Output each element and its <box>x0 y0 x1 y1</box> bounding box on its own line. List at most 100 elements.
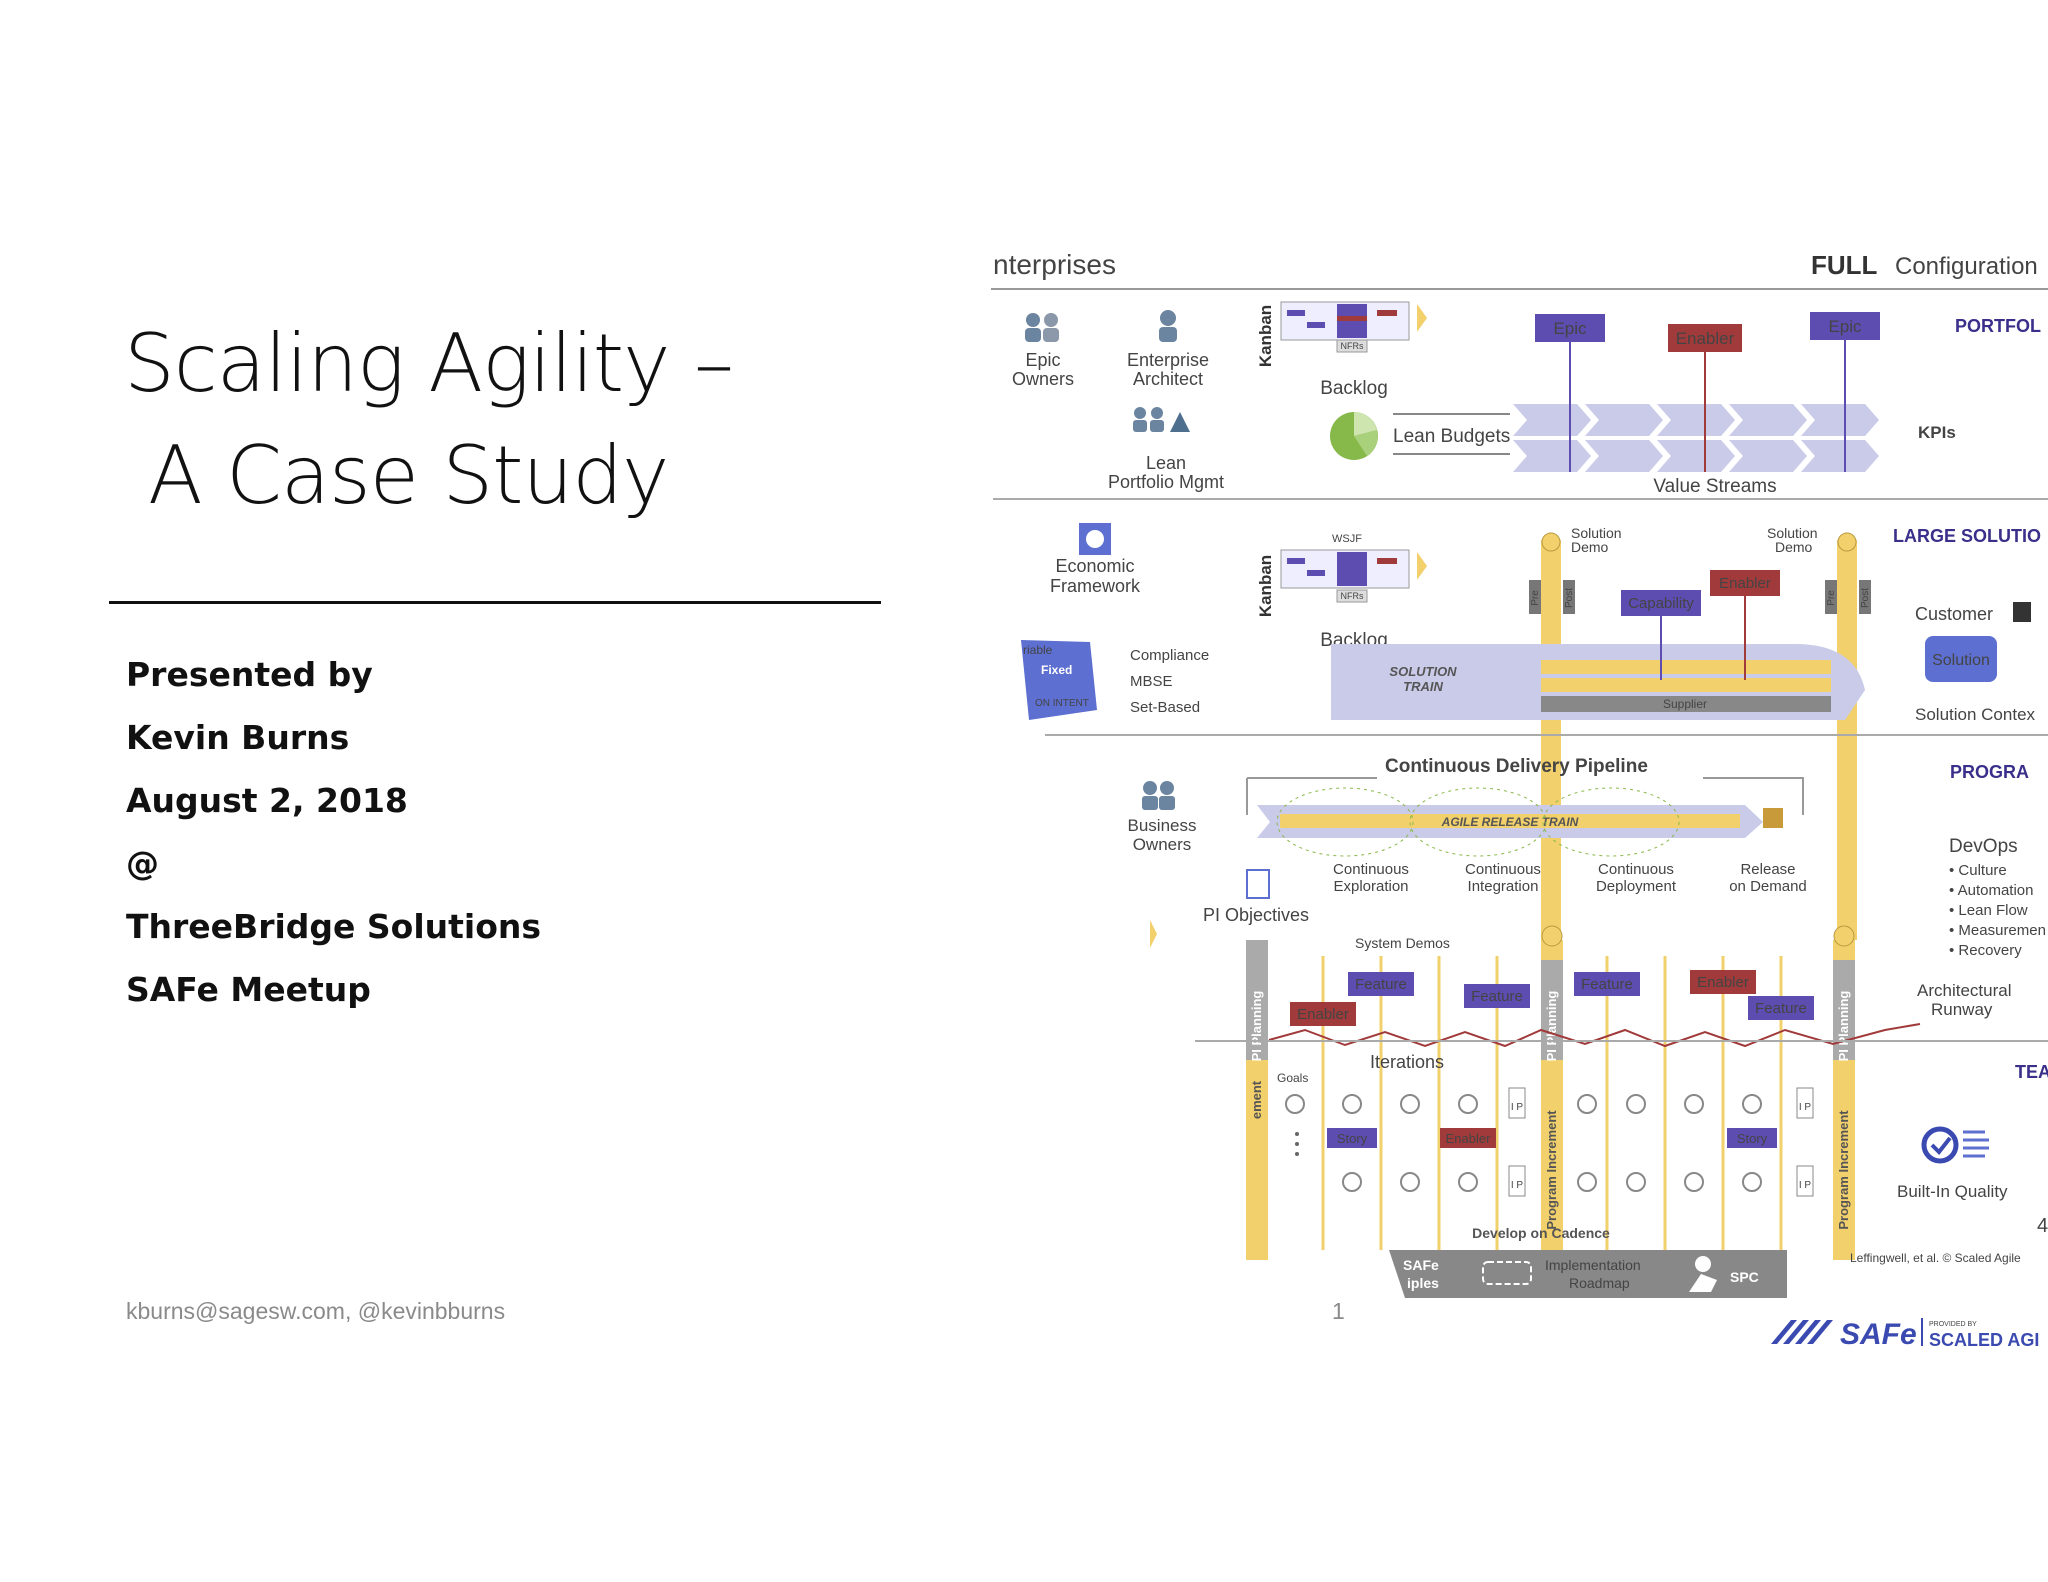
ce-loop <box>1276 787 1414 857</box>
enabler-label: Enabler <box>1676 329 1735 348</box>
scaled-agile: SCALED AGI <box>1929 1330 2039 1350</box>
group-icon <box>1133 407 1190 432</box>
large-solution-label: LARGE SOLUTIO <box>1893 526 2041 546</box>
solution-demo-pillar-2 <box>1837 540 1857 940</box>
business-owners-l1: Business <box>1128 816 1197 835</box>
roadmap-icon <box>1482 1261 1532 1285</box>
system-demos: System Demos <box>1355 935 1450 951</box>
devops-item-2: • Automation <box>1949 882 2033 899</box>
at-symbol: @ <box>126 844 159 883</box>
set-based: Set-Based <box>1130 699 1200 716</box>
mbse: MBSE <box>1130 673 1173 690</box>
feature-2-badge <box>1464 984 1530 1008</box>
ip-4: I P <box>1799 1180 1812 1191</box>
supplier: Supplier <box>1663 697 1707 711</box>
solution-enabler-badge <box>1710 570 1780 596</box>
page-number: 1 <box>1332 1298 1345 1324</box>
ip-box-3 <box>1796 1087 1814 1119</box>
cd-l2: Deployment <box>1596 878 1677 895</box>
cdp-bracket <box>1246 777 1804 815</box>
portfolio-backlog: Backlog <box>1320 378 1388 399</box>
intent-label: ON INTENT <box>1035 698 1089 709</box>
pi-arrow-icon <box>1150 920 1157 948</box>
capability: Capability <box>1628 595 1694 612</box>
title-line-1: Scaling Agility – <box>124 317 734 410</box>
epic-owners-l1: Epic <box>1025 350 1060 370</box>
people-icon <box>1025 313 1059 342</box>
header-rule <box>991 288 2048 290</box>
dot-1 <box>1295 1132 1299 1136</box>
feature-3-badge <box>1574 972 1640 996</box>
devops-title: DevOps <box>1949 836 2018 857</box>
goals: Goals <box>1277 1071 1308 1085</box>
footer-credit: Leffingwell, et al. © Scaled Agile <box>1850 1251 2021 1265</box>
large-solution-level: Economic Framework riable Fixed ON INTEN… <box>1021 523 2041 940</box>
enabler-badge <box>1668 324 1742 352</box>
epic-2-label: Epic <box>1828 317 1862 336</box>
portfolio-nfrs: NFRs <box>1341 341 1364 351</box>
portfolio-arrow-icon <box>1417 304 1427 332</box>
roadmap-l1: Implementation <box>1545 1257 1641 1273</box>
solution-kanban: Kanban <box>1256 555 1275 617</box>
post-2: Post <box>1860 588 1871 608</box>
lean-pm-l1: Lean <box>1146 453 1186 473</box>
presenter-name: Kevin Burns <box>126 718 350 757</box>
pre-tag-2 <box>1825 580 1837 614</box>
solution-demo-person-2 <box>1837 532 1857 552</box>
title-divider <box>109 601 881 604</box>
lean-budgets: Lean Budgets <box>1393 426 1510 447</box>
check-icon <box>1930 1136 1952 1156</box>
spc-person-icon <box>1695 1256 1711 1272</box>
program-enabler-1: Enabler <box>1297 1006 1349 1023</box>
program-enabler-1-badge <box>1290 1002 1356 1026</box>
spc-body-icon <box>1689 1274 1717 1292</box>
story-2: Story <box>1737 1131 1768 1146</box>
value-stream-chevrons <box>1513 404 1879 472</box>
logo-divider <box>1921 1318 1923 1346</box>
solution-demo-1-l1: Solution <box>1571 525 1622 541</box>
story-1-badge <box>1327 1128 1377 1148</box>
econ-l1: Economic <box>1055 556 1134 576</box>
post-tag-1 <box>1563 580 1575 614</box>
person-icon <box>1159 310 1177 342</box>
solution-demo-2-l1: Solution <box>1767 525 1818 541</box>
ip-box-2 <box>1508 1165 1526 1197</box>
solution-demo-pillar-1 <box>1541 540 1561 940</box>
ement-label: ement <box>1249 1080 1264 1119</box>
pi-planning-2: PI Planning <box>1544 991 1559 1062</box>
solution-demo-person-1 <box>1541 532 1561 552</box>
level-divider-3 <box>1195 1040 2048 1042</box>
solution-context: Solution Contex <box>1915 705 2036 724</box>
pre-tag-1 <box>1529 580 1541 614</box>
epic-1-badge <box>1535 314 1605 342</box>
safe-logo-stripes-icon <box>1771 1320 1833 1344</box>
diagram-footer: SAFe iples Implementation Roadmap SPC Le… <box>1389 1250 2039 1351</box>
ip-2: I P <box>1511 1180 1524 1191</box>
safe-logo: SAFe <box>1840 1318 1917 1351</box>
solution-badge <box>1925 636 1997 682</box>
solution-demo-1-l2: Demo <box>1571 539 1609 555</box>
title-line-2: A Case Study <box>148 429 669 522</box>
safe-framework-diagram: nterprises FULL Configuration Epic Owner… <box>985 240 2048 1360</box>
post-tag-2 <box>1859 580 1871 614</box>
ci-loop <box>1409 787 1547 857</box>
develop-on-cadence: Develop on Cadence <box>1472 1225 1610 1241</box>
dot-2 <box>1295 1142 1299 1146</box>
quality-check-icon <box>1921 1126 1959 1164</box>
iteration-cycle-icons <box>1285 1094 1762 1192</box>
ci-l2: Integration <box>1468 878 1539 895</box>
story-2-badge <box>1727 1128 1777 1148</box>
footer-iples: iples <box>1407 1275 1439 1291</box>
solution-demo-2-l2: Demo <box>1775 539 1813 555</box>
team-enabler: Enabler <box>1446 1131 1491 1146</box>
story-1: Story <box>1337 1131 1368 1146</box>
kpis: KPIs <box>1918 423 1956 442</box>
pi-planning-3: PI Planning <box>1836 991 1851 1062</box>
team-level: TEA Iterations Goals I P I P I P I P <box>1277 1052 2048 1241</box>
art-rail <box>1280 814 1740 828</box>
provided-by: PROVIDED BY <box>1929 1321 1977 1328</box>
rod-l1: Release <box>1740 861 1795 878</box>
solution-arrow-icon <box>1417 552 1427 580</box>
devops-item-1: • Culture <box>1949 862 2007 879</box>
